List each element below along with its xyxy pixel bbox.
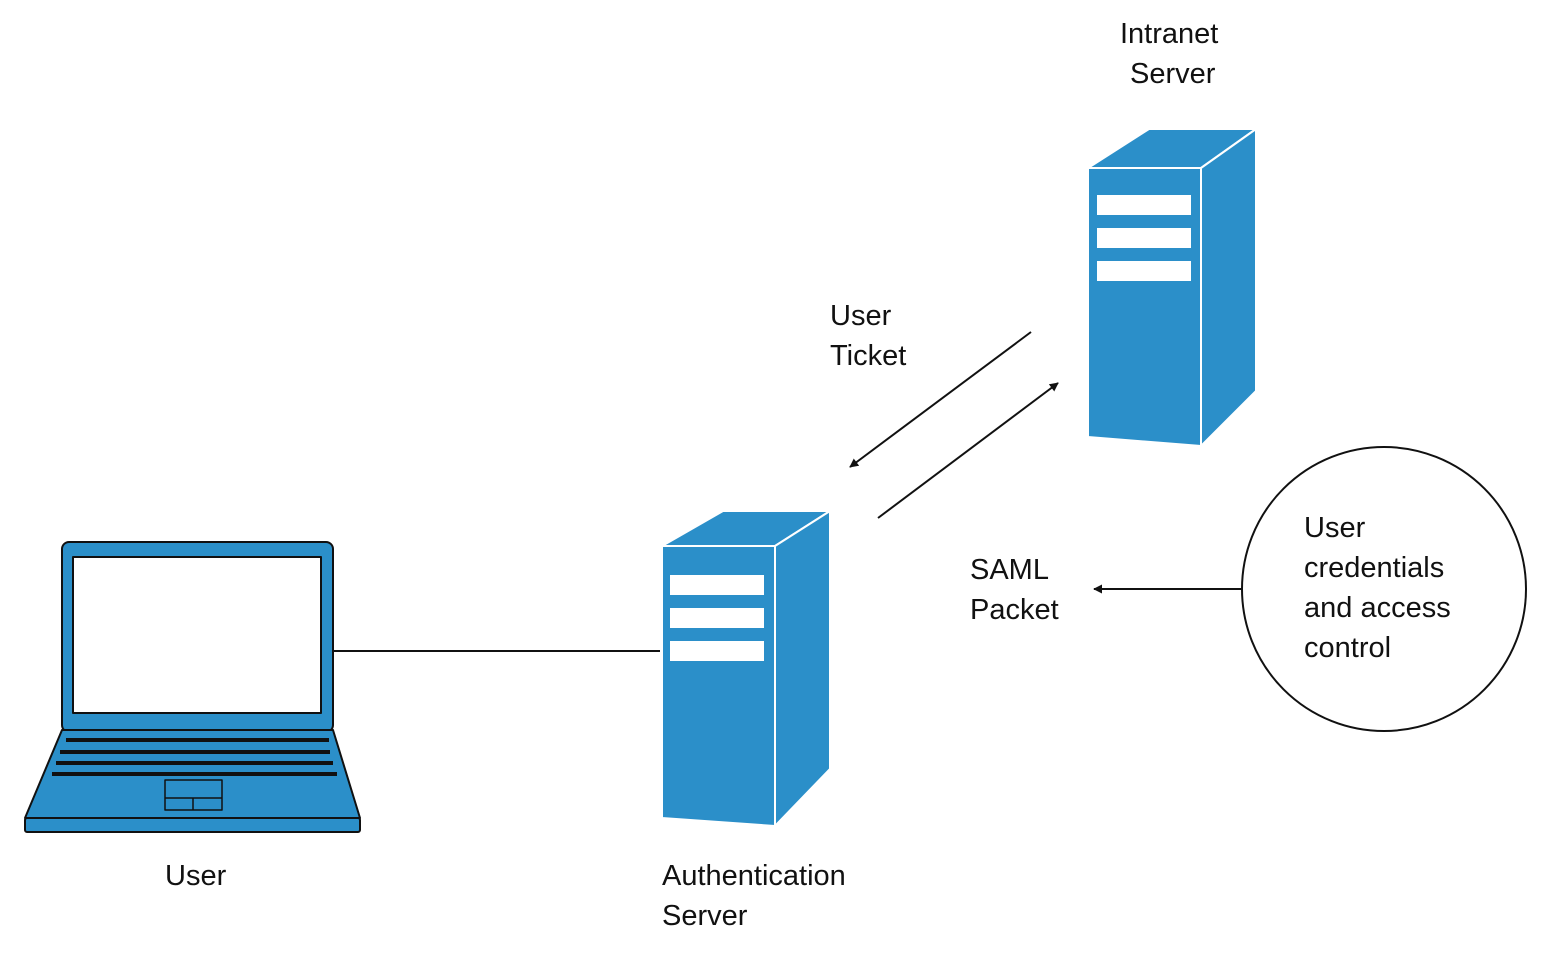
- credentials-label-line-3: and access: [1304, 592, 1451, 624]
- intranet-server-label-line-1: Intranet: [1120, 18, 1219, 50]
- credentials-label-line-2: credentials: [1304, 552, 1445, 584]
- user-ticket-label: User Ticket: [830, 296, 906, 376]
- intranet-server-label-line-2: Server: [1130, 58, 1216, 90]
- user-label-text: User: [165, 860, 227, 892]
- user-ticket-arrow: [849, 331, 1032, 468]
- user-ticket-label-line-1: User: [830, 300, 892, 332]
- saml-packet-arrow: [877, 382, 1059, 519]
- user-ticket-label-line-2: Ticket: [830, 340, 907, 372]
- intranet-server-label: Intranet Server: [1120, 14, 1218, 94]
- saml-packet-label: SAML Packet: [970, 550, 1059, 630]
- auth-server-label-line-2: Server: [662, 900, 748, 932]
- credentials-label-line-4: control: [1304, 632, 1392, 664]
- auth-server-label-line-1: Authentication: [662, 860, 846, 892]
- laptop-icon: [24, 541, 361, 833]
- credentials-label-line-1: User: [1304, 512, 1366, 544]
- saml-packet-label-line-2: Packet: [970, 594, 1059, 626]
- auth-server-label: Authentication Server: [662, 856, 846, 936]
- credentials-circle: [1241, 446, 1527, 732]
- server-tower-icon: [1087, 128, 1257, 447]
- credentials-label: User credentials and access control: [1304, 508, 1451, 668]
- saml-packet-label-line-1: SAML: [970, 554, 1049, 586]
- user-label: User: [165, 856, 226, 896]
- server-tower-icon: [661, 510, 831, 827]
